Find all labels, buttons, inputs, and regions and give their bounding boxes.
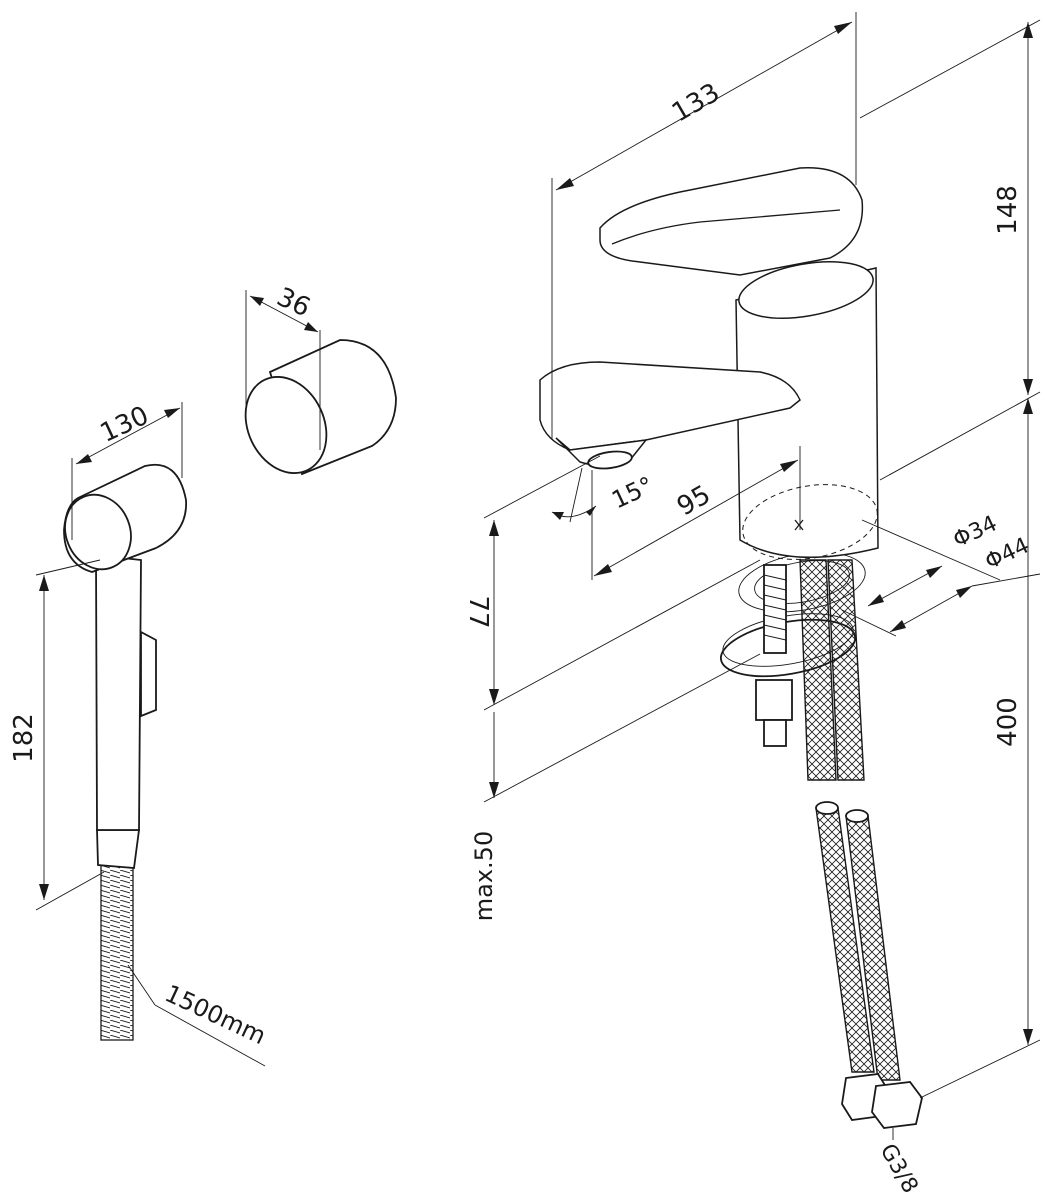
tap-spout xyxy=(539,361,801,451)
label-182: 182 xyxy=(9,713,39,763)
label-15deg: 15° xyxy=(607,471,657,514)
tap-base-hidden xyxy=(742,484,878,560)
label-36: 36 xyxy=(272,282,315,323)
label-133: 133 xyxy=(667,78,725,129)
shower-handle xyxy=(95,553,142,831)
label-148: 148 xyxy=(993,185,1023,235)
hose-b-upper xyxy=(827,559,865,781)
aerator xyxy=(587,450,633,470)
bolt-end xyxy=(763,719,787,747)
wall-holder xyxy=(244,339,397,476)
label-1500mm: 1500mm xyxy=(161,979,271,1050)
label-400: 400 xyxy=(993,697,1023,747)
shower-hose xyxy=(100,861,134,1041)
tap-cap xyxy=(738,261,874,319)
shower-button xyxy=(140,630,157,718)
dimension-lines xyxy=(35,12,1041,1099)
hand-shower xyxy=(63,463,187,1041)
hose-a-end xyxy=(815,801,839,815)
label-95: 95 xyxy=(672,480,716,523)
hex-fitting-b xyxy=(871,1081,923,1129)
label-max50: max.50 xyxy=(470,831,498,921)
hose-a-upper xyxy=(799,559,837,781)
label-phi44: Φ44 xyxy=(981,533,1033,575)
label-130: 130 xyxy=(96,401,154,449)
nut xyxy=(755,679,793,721)
stud-bolt xyxy=(763,564,787,654)
label-77: 77 xyxy=(463,595,493,628)
label-g38: G3/8 xyxy=(875,1140,923,1198)
shower-head-face xyxy=(64,493,132,571)
hose-b-end xyxy=(845,809,869,823)
mixer-tap xyxy=(539,167,923,1140)
handle-sleeve xyxy=(96,829,141,869)
lever-handle xyxy=(599,167,864,276)
